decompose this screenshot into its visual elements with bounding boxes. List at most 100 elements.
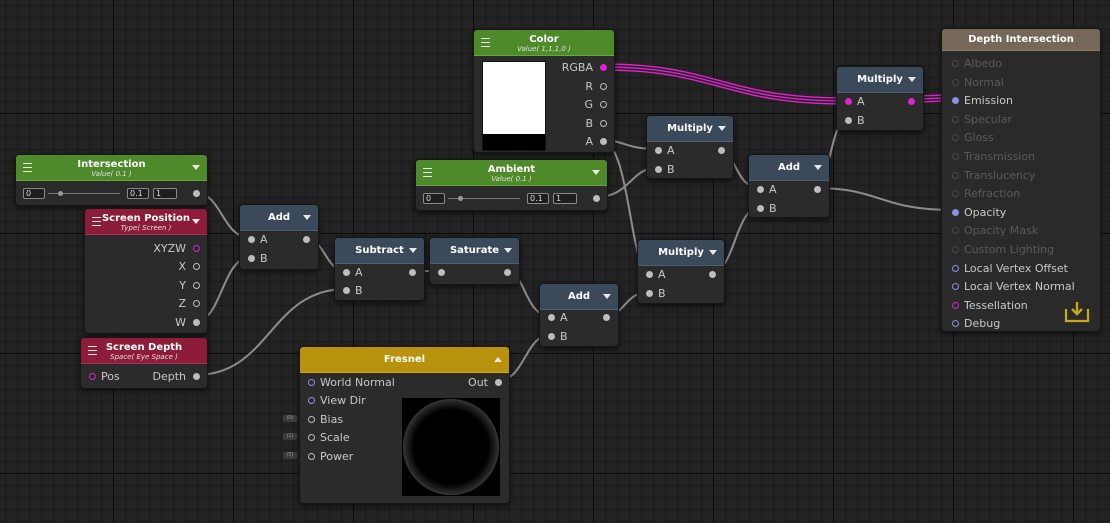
- chevron-down-icon[interactable]: [504, 248, 512, 253]
- default-value-tag[interactable]: (1): [283, 433, 297, 440]
- output-port-a[interactable]: [600, 138, 607, 145]
- input-port-b[interactable]: [248, 255, 255, 262]
- value-slider[interactable]: [48, 191, 120, 196]
- screen-depth-node[interactable]: Screen Depth Space( Eye Space ) Pos Dept…: [80, 337, 208, 389]
- chevron-down-icon[interactable]: [718, 126, 726, 131]
- input-port-a[interactable]: [655, 147, 662, 154]
- input-port[interactable]: [952, 97, 959, 105]
- output-port-b[interactable]: [600, 120, 607, 127]
- download-icon[interactable]: [1064, 301, 1090, 323]
- input-port-a[interactable]: [845, 98, 852, 105]
- input-port[interactable]: [952, 264, 959, 272]
- chevron-down-icon[interactable]: [409, 248, 417, 253]
- input-port[interactable]: [952, 246, 959, 253]
- node-header[interactable]: Ambient Value( 0.1 ): [416, 160, 607, 186]
- multiply-node-1[interactable]: Multiply A B: [646, 115, 734, 179]
- input-port-world-normal[interactable]: [308, 379, 315, 386]
- input-port-b[interactable]: [548, 333, 555, 340]
- output-port-xyzw[interactable]: [193, 245, 200, 252]
- input-port[interactable]: [438, 269, 445, 276]
- output-port[interactable]: [814, 186, 821, 193]
- slider-knob[interactable]: [458, 196, 463, 201]
- input-port[interactable]: [952, 301, 959, 309]
- node-header[interactable]: Multiply: [837, 67, 923, 93]
- node-header[interactable]: Color Value( 1,1,1,0 ): [474, 30, 614, 56]
- menu-icon[interactable]: [423, 168, 432, 177]
- output-port-out[interactable]: [495, 379, 502, 386]
- input-port[interactable]: [952, 171, 959, 179]
- node-header[interactable]: Screen Position Type( Screen ): [85, 209, 207, 235]
- output-port-rgba[interactable]: [600, 64, 607, 71]
- node-header[interactable]: Add: [749, 155, 829, 181]
- input-port[interactable]: [952, 115, 959, 123]
- slider-knob[interactable]: [58, 191, 63, 196]
- input-port-a[interactable]: [248, 236, 255, 243]
- multiply-node-2[interactable]: Multiply A B: [637, 239, 725, 304]
- input-port[interactable]: [952, 283, 959, 291]
- input-port[interactable]: [952, 153, 959, 160]
- node-header[interactable]: Multiply: [647, 116, 733, 142]
- value-slider[interactable]: [448, 196, 520, 201]
- output-port-r[interactable]: [600, 83, 607, 90]
- output-port-z[interactable]: [193, 300, 200, 307]
- output-port[interactable]: [504, 269, 511, 276]
- output-port[interactable]: [193, 190, 200, 197]
- input-port-pos[interactable]: [89, 373, 96, 380]
- output-port-y[interactable]: [193, 282, 200, 289]
- max-field-2[interactable]: 1: [553, 193, 577, 204]
- input-port[interactable]: [952, 60, 959, 67]
- node-header[interactable]: Multiply: [638, 240, 724, 266]
- chevron-down-icon[interactable]: [592, 170, 600, 175]
- output-port[interactable]: [709, 271, 716, 278]
- output-port-g[interactable]: [600, 101, 607, 108]
- menu-icon[interactable]: [88, 346, 97, 355]
- input-port-bias[interactable]: [308, 416, 315, 423]
- node-header[interactable]: Screen Depth Space( Eye Space ): [81, 338, 207, 364]
- input-port[interactable]: [952, 227, 959, 235]
- chevron-up-icon[interactable]: [494, 357, 502, 362]
- output-port[interactable]: [409, 269, 416, 276]
- input-port-a[interactable]: [548, 314, 555, 321]
- saturate-node[interactable]: Saturate: [429, 237, 520, 285]
- output-port-x[interactable]: [193, 263, 200, 270]
- input-port[interactable]: [952, 78, 959, 86]
- chevron-down-icon[interactable]: [192, 219, 200, 224]
- input-port[interactable]: [952, 208, 959, 216]
- max-field-2[interactable]: 1: [153, 188, 177, 199]
- input-port-b[interactable]: [343, 287, 350, 294]
- output-port-w[interactable]: [193, 319, 200, 326]
- output-port[interactable]: [603, 314, 610, 321]
- max-field[interactable]: 0.1: [527, 193, 549, 204]
- ambient-node[interactable]: Ambient Value( 0.1 ) 0 0.1 1: [415, 159, 608, 211]
- chevron-down-icon[interactable]: [603, 294, 611, 299]
- fresnel-node[interactable]: Fresnel World Normal Out View Dir Bias S…: [299, 346, 510, 504]
- max-field[interactable]: 0.1: [127, 188, 149, 199]
- input-port-a[interactable]: [757, 186, 764, 193]
- input-port-view-dir[interactable]: [308, 397, 315, 404]
- output-port[interactable]: [303, 236, 310, 243]
- menu-icon[interactable]: [92, 217, 101, 226]
- intersection-node[interactable]: Intersection Value( 0.1 ) 0 0.1 1: [15, 154, 208, 206]
- node-header[interactable]: Add: [540, 284, 618, 310]
- input-port-a[interactable]: [343, 269, 350, 276]
- input-port-b[interactable]: [845, 117, 852, 124]
- output-port[interactable]: [718, 147, 725, 154]
- input-port[interactable]: [952, 320, 959, 328]
- color-node[interactable]: Color Value( 1,1,1,0 ) RGBA R G B A: [473, 29, 615, 153]
- output-port[interactable]: [593, 195, 600, 202]
- node-header[interactable]: Saturate: [430, 238, 519, 264]
- menu-icon[interactable]: [481, 38, 490, 47]
- screen-position-node[interactable]: Screen Position Type( Screen ) XYZW X Y …: [84, 208, 208, 334]
- input-port[interactable]: [952, 190, 959, 198]
- node-header[interactable]: Depth Intersection: [942, 29, 1100, 51]
- chevron-down-icon[interactable]: [303, 215, 311, 220]
- input-port-b[interactable]: [757, 205, 764, 212]
- input-port-b[interactable]: [655, 166, 662, 173]
- output-port-depth[interactable]: [193, 373, 200, 380]
- node-header[interactable]: Add: [240, 205, 318, 231]
- node-header[interactable]: Subtract: [335, 238, 424, 264]
- add-node-3[interactable]: Add A B: [748, 154, 830, 218]
- input-port-b[interactable]: [646, 290, 653, 297]
- value-field[interactable]: 0: [423, 193, 445, 204]
- node-header[interactable]: Intersection Value( 0.1 ): [16, 155, 207, 181]
